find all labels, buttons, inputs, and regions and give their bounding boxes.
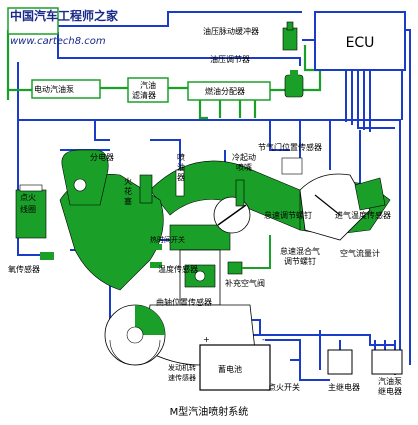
label-injector-1: 喷 xyxy=(177,152,185,162)
label-engine-speed-1: 发动机转 xyxy=(168,363,196,372)
spark-plug xyxy=(139,174,153,204)
injector xyxy=(175,169,185,197)
label-pulse-damper: 油压脉动缓冲器 xyxy=(203,26,259,36)
label-ignition-switch: 点火开关 xyxy=(268,382,300,392)
label-mixture-screw-1: 怠速混合气 xyxy=(280,246,320,256)
label-engine-speed-2: 速传感器 xyxy=(168,373,196,382)
aux-air-valve xyxy=(227,235,271,275)
ecu-label: ECU xyxy=(346,35,375,51)
watermark-cn: 中国汽车工程师之家 xyxy=(10,8,119,23)
label-idle-screw: 怠速调节螺钉 xyxy=(264,210,312,220)
label-thermo-switch: 热时间开关 xyxy=(150,235,185,244)
label-cold-start-2: 喷嘴 xyxy=(236,162,252,172)
label-battery: 蓄电池 xyxy=(218,364,242,374)
label-pump-relay-2: 继电器 xyxy=(378,386,402,396)
label-minus: - xyxy=(262,335,265,344)
watermark-url: www.cartech8.com xyxy=(10,36,106,47)
top-left-box xyxy=(7,7,59,35)
ignition-coil xyxy=(15,184,47,239)
label-ignition-coil-1: 点火 xyxy=(20,193,36,202)
label-spark-plug-1: 火 xyxy=(124,177,132,186)
label-throttle-sensor: 节气门位置传感器 xyxy=(258,142,322,152)
label-fuel-rail: 燃油分配器 xyxy=(205,86,245,96)
label-fuel-pump: 电动汽油泵 xyxy=(34,84,74,94)
pulse-damper xyxy=(282,21,298,51)
label-o2-sensor: 氧传感器 xyxy=(8,264,40,274)
label-distributor: 分电器 xyxy=(90,152,114,162)
distributor xyxy=(61,149,109,206)
main-relay xyxy=(327,349,353,375)
label-main-relay: 主继电器 xyxy=(328,382,360,392)
label-ignition-coil-2: 线圈 xyxy=(20,204,36,214)
label-cold-start-1: 冷起动 xyxy=(232,152,256,162)
pressure-regulator xyxy=(284,70,304,98)
label-fuel-filter-2: 滤清器 xyxy=(132,90,156,100)
diagram-title: M型汽油喷射系统 xyxy=(170,405,249,418)
label-mixture-screw-2: 调节螺钉 xyxy=(284,256,316,266)
label-airflow-meter: 空气流量计 xyxy=(340,248,380,258)
label-spark-plug-2: 花 xyxy=(124,186,132,196)
thermo-switch xyxy=(150,244,162,250)
label-injector-2: 油 xyxy=(177,162,185,172)
label-intake-temp: 进气温度传感器 xyxy=(335,210,391,220)
o2-sensor xyxy=(40,252,54,260)
label-aux-air-valve: 补充空气阀 xyxy=(225,278,265,288)
label-pump-relay-1: 汽油泵 xyxy=(378,376,402,386)
label-injector-3: 器 xyxy=(177,173,185,182)
fuel-rail xyxy=(187,81,271,101)
label-plus: + xyxy=(203,335,210,344)
pump-relay xyxy=(371,349,403,375)
label-fuel-filter-1: 汽油 xyxy=(140,80,156,90)
label-coolant-temp: 温度传感器 xyxy=(158,264,198,274)
fuel-filter xyxy=(127,77,169,103)
throttle-position-sensor xyxy=(281,157,303,175)
battery xyxy=(199,344,271,391)
label-pressure-regulator: 油压调节器 xyxy=(210,54,250,64)
ecu-box xyxy=(314,11,406,71)
temp-sensor xyxy=(150,262,162,268)
label-crank-sensor: 曲轴位置传感器 xyxy=(156,297,212,307)
label-spark-plug-3: 塞 xyxy=(124,196,132,206)
fuel-pump xyxy=(31,79,101,99)
cold-start-injector xyxy=(235,179,245,207)
